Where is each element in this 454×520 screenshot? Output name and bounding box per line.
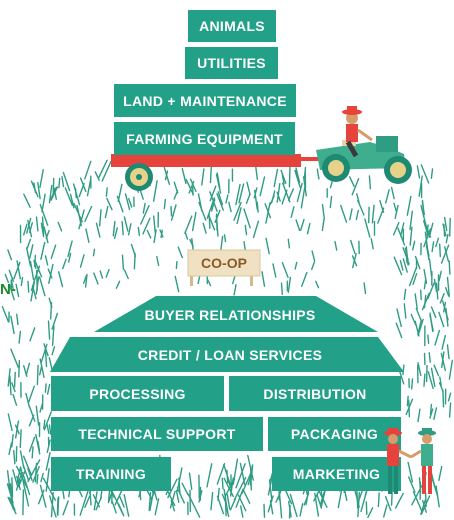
animals-block: ANIMALS [188,10,276,42]
farming-equipment-block: FARMING EQUIPMENT [114,122,295,155]
trailer-wheel-icon [125,163,153,191]
marketing-block: MARKETING [272,457,401,491]
utilities-block: UTILITIES [185,47,278,79]
coop-sign-label: CO-OP [201,255,247,271]
tractor-icon [298,106,412,184]
coop-sign [187,249,261,286]
packaging-block: PACKAGING [268,417,401,451]
cropped-edge-text: N- [0,281,16,298]
processing-block: PROCESSING [51,376,224,411]
technical-support-block: TECHNICAL SUPPORT [51,417,263,451]
buyer-relationships-label: BUYER RELATIONSHIPS [144,307,316,323]
training-block: TRAINING [51,457,171,491]
trailer-bed [111,154,301,167]
farmers-handshake-icon [384,428,436,494]
pyramid-row2 [50,337,404,372]
credit-loan-services-label: CREDIT / LOAN SERVICES [137,347,323,363]
land-maintenance-block: LAND + MAINTENANCE [114,84,296,117]
pyramid-roof [94,296,378,332]
distribution-block: DISTRIBUTION [229,376,401,411]
